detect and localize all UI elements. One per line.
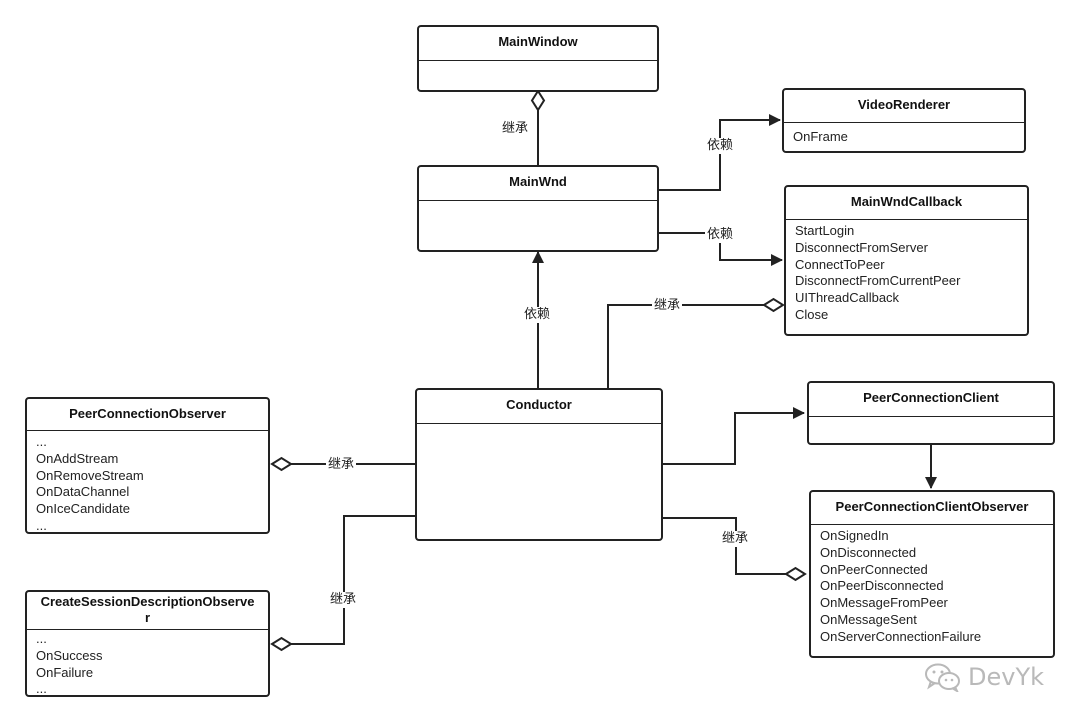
method-item: OnAddStream bbox=[36, 450, 119, 466]
watermark: DevYk bbox=[924, 662, 1044, 692]
watermark-text: DevYk bbox=[968, 663, 1045, 691]
class-main-window[interactable]: MainWindow bbox=[417, 25, 659, 92]
edge-label-inherit: 继承 bbox=[652, 298, 683, 314]
class-main-wnd[interactable]: MainWnd bbox=[417, 165, 659, 252]
class-name: CreateSessionDescriptionObserve r bbox=[27, 592, 268, 630]
method-item: OnFailure bbox=[36, 664, 94, 680]
method-item: OnPeerConnected bbox=[820, 561, 928, 577]
edge-label-inherit: 继承 bbox=[326, 457, 357, 473]
method-item: ConnectToPeer bbox=[795, 256, 885, 272]
edge-label-depend: 依赖 bbox=[705, 227, 736, 243]
class-name: MainWindow bbox=[419, 27, 657, 61]
edge-conductor-callback bbox=[607, 304, 764, 389]
class-peer-connection-observer[interactable]: PeerConnectionObserver ... OnAddStream O… bbox=[25, 397, 270, 534]
method-item: StartLogin bbox=[795, 223, 855, 238]
class-video-renderer[interactable]: VideoRenderer OnFrame bbox=[782, 88, 1026, 153]
class-peer-connection-client-observer[interactable]: PeerConnectionClientObserver OnSignedIn … bbox=[809, 490, 1055, 658]
edge-mainwnd-videorenderer bbox=[659, 114, 781, 191]
diamond-pcc-observer bbox=[784, 566, 807, 582]
method-item: Close bbox=[795, 306, 829, 322]
class-name: PeerConnectionClientObserver bbox=[811, 492, 1053, 525]
diamond-callback bbox=[762, 297, 785, 313]
method-item: OnPeerDisconnected bbox=[820, 578, 944, 594]
class-name-line: CreateSessionDescriptionObserve bbox=[40, 594, 255, 609]
class-conductor[interactable]: Conductor bbox=[415, 388, 663, 541]
method-item: OnSuccess bbox=[36, 647, 103, 663]
diamond-csd-observer bbox=[270, 636, 293, 652]
class-main-wnd-callback[interactable]: MainWndCallback StartLogin DisconnectFro… bbox=[784, 185, 1029, 336]
diamond-pc-observer bbox=[270, 456, 293, 472]
edge-label-inherit: 继承 bbox=[720, 531, 751, 547]
method-item: OnServerConnectionFailure bbox=[820, 628, 982, 644]
method-item: OnFrame bbox=[793, 129, 848, 144]
method-item: ... bbox=[36, 681, 47, 697]
class-name-line: r bbox=[144, 610, 151, 625]
wechat-icon bbox=[924, 662, 962, 692]
method-item: OnIceCandidate bbox=[36, 501, 130, 517]
class-name: MainWnd bbox=[419, 167, 657, 201]
edge-label-inherit: 继承 bbox=[328, 592, 359, 608]
class-name: VideoRenderer bbox=[784, 90, 1024, 123]
class-name: PeerConnectionClient bbox=[809, 383, 1053, 417]
edge-mainwnd-callback bbox=[659, 232, 783, 266]
method-item: OnDataChannel bbox=[36, 484, 130, 500]
class-create-session-description-observer[interactable]: CreateSessionDescriptionObserve r ... On… bbox=[25, 590, 270, 697]
method-item: OnDisconnected bbox=[820, 544, 917, 560]
method-item: OnSignedIn bbox=[820, 528, 889, 543]
diamond-mainwindow bbox=[530, 89, 546, 112]
method-item: DisconnectFromServer bbox=[795, 239, 928, 255]
method-item: OnRemoveStream bbox=[36, 467, 144, 483]
edge-label-depend: 依赖 bbox=[705, 138, 736, 154]
edge-label-inherit: 继承 bbox=[500, 121, 531, 137]
class-name: MainWndCallback bbox=[786, 187, 1027, 220]
class-name: PeerConnectionObserver bbox=[27, 399, 268, 431]
edge-label-depend: 依赖 bbox=[522, 307, 553, 323]
method-item: ... bbox=[36, 631, 47, 646]
method-item: OnMessageSent bbox=[820, 611, 917, 627]
method-item: UIThreadCallback bbox=[795, 290, 900, 306]
edge-conductor-csd-observer bbox=[291, 515, 415, 645]
method-item: OnMessageFromPeer bbox=[820, 595, 948, 611]
method-item: DisconnectFromCurrentPeer bbox=[795, 273, 961, 289]
method-item: ... bbox=[36, 517, 47, 533]
class-peer-connection-client[interactable]: PeerConnectionClient bbox=[807, 381, 1055, 445]
method-item: ... bbox=[36, 434, 47, 449]
class-name: Conductor bbox=[417, 390, 661, 424]
edge-conductor-pcc bbox=[663, 407, 805, 465]
